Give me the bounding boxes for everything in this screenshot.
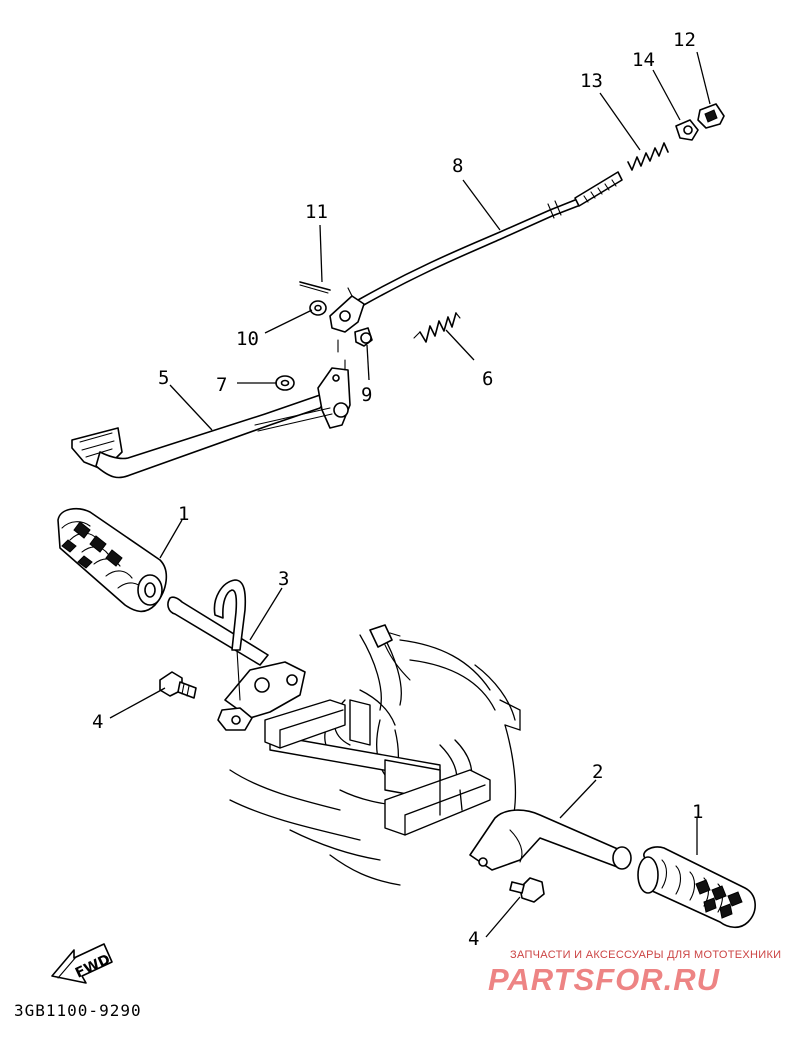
adjusting-nut-12: [697, 103, 725, 129]
callout-4-upper: 4: [92, 711, 103, 733]
brake-rod: [329, 171, 623, 333]
callout-13: 13: [580, 70, 603, 92]
washer-10: [309, 300, 327, 316]
footrest-rubber-left: [57, 507, 168, 613]
footrest-bracket-left: [167, 579, 306, 731]
pin-9: [354, 327, 373, 347]
callout-6: 6: [482, 368, 493, 390]
footrest-bracket-right: [469, 809, 632, 871]
callout-4-lower: 4: [468, 928, 479, 950]
nut-14: [675, 119, 699, 141]
washer-7: [275, 375, 295, 391]
cotter-pin-11: [299, 281, 331, 294]
engine-frame-outline: [229, 624, 521, 886]
callout-numbers: 12 14 13 8 11 10 6 9 7 5 1 3 4 2 1 4: [92, 29, 703, 950]
callout-1-right: 1: [692, 801, 703, 823]
callout-2: 2: [592, 761, 603, 783]
callout-10: 10: [236, 328, 259, 350]
watermark-brand: PARTSFOR.RU: [488, 962, 721, 997]
footrest-rubber-right: [637, 846, 756, 929]
leader-lines: [109, 51, 711, 938]
callout-9: 9: [361, 384, 372, 406]
callout-14: 14: [632, 49, 655, 71]
callout-3: 3: [278, 568, 289, 590]
brake-pedal: [71, 339, 351, 479]
callout-5: 5: [158, 367, 169, 389]
callout-7: 7: [216, 374, 227, 396]
bolt-4-upper: [159, 671, 197, 699]
callout-1-left: 1: [178, 503, 189, 525]
watermark: ЗАПЧАСТИ И АКСЕССУАРЫ ДЛЯ МОТОТЕХНИКИ PA…: [488, 949, 781, 997]
watermark-tagline: ЗАПЧАСТИ И АКСЕССУАРЫ ДЛЯ МОТОТЕХНИКИ: [510, 949, 781, 961]
callout-8: 8: [452, 155, 463, 177]
diagram-code: 3GB1100-9290: [14, 1001, 142, 1020]
forward-arrow: FWD: [51, 943, 113, 984]
spring-13: [627, 142, 669, 171]
bolt-4-lower: [509, 877, 545, 903]
callout-12: 12: [673, 29, 696, 51]
spring-6: [413, 312, 461, 343]
callout-11: 11: [305, 201, 328, 223]
